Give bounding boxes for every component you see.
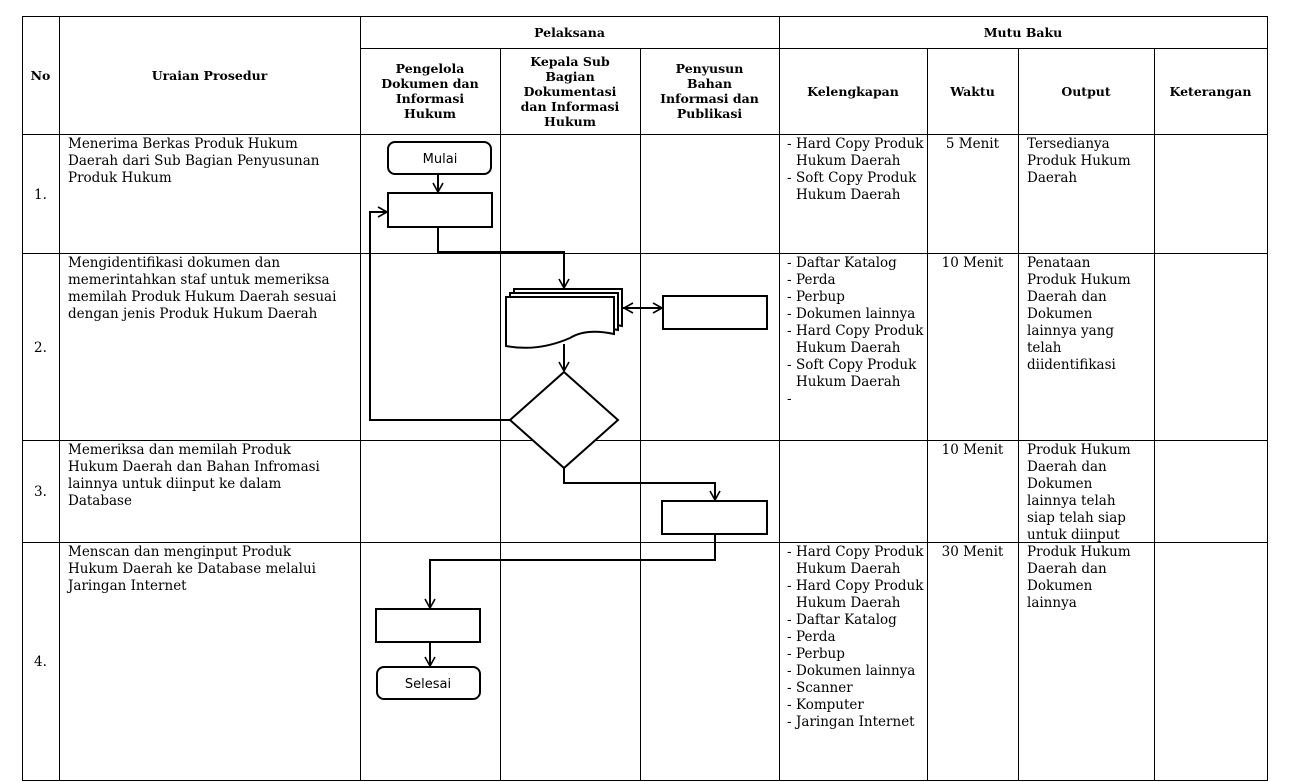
row-3-no: 3. bbox=[34, 484, 47, 500]
row-4-no: 4. bbox=[34, 654, 47, 670]
col-line-7 bbox=[1018, 48, 1019, 781]
row-4-kelengkapan-list: Hard Copy Produk Hukum Daerah Hard Copy … bbox=[780, 544, 926, 731]
row-1-waktu: 5 Menit bbox=[945, 136, 1000, 152]
list-item: Perbup bbox=[780, 289, 926, 306]
header-kelengkapan: Kelengkapan bbox=[807, 83, 899, 99]
row-2-waktu: 10 Menit bbox=[941, 255, 1004, 271]
table-border-top bbox=[22, 16, 1268, 17]
process-box-3 bbox=[661, 500, 768, 535]
list-item: Daftar Katalog bbox=[780, 255, 926, 272]
header-kepala-sub-bagian: Kepala Sub Bagian Dokumentasi dan Inform… bbox=[520, 53, 620, 129]
list-item: Perda bbox=[780, 629, 926, 646]
row-2-kelengkapan-list: Daftar Katalog Perda Perbup Dokumen lain… bbox=[780, 255, 926, 408]
list-item: Perbup bbox=[780, 646, 926, 663]
process-box-4 bbox=[375, 608, 481, 643]
header-waktu: Waktu bbox=[950, 83, 995, 99]
col-line-4 bbox=[640, 48, 641, 781]
header-uraian-prosedur: Uraian Prosedur bbox=[151, 67, 268, 83]
list-item: Hard Copy Produk Hukum Daerah bbox=[780, 578, 926, 612]
row-divider-2 bbox=[22, 440, 1268, 441]
connector-decision-to-input bbox=[563, 468, 721, 502]
list-item: Soft Copy Produk Hukum Daerah bbox=[780, 357, 926, 391]
list-item: Dokumen lainnya bbox=[780, 663, 926, 680]
col-line-1 bbox=[59, 16, 60, 781]
process-box-1 bbox=[387, 192, 493, 228]
row-3-waktu: 10 Menit bbox=[941, 442, 1004, 458]
process-box-2 bbox=[662, 295, 768, 330]
header-pengelola: Pengelola Dokumen dan Informasi Hukum bbox=[381, 61, 479, 121]
row-3-output: Produk Hukum Daerah dan Dokumen lainnya … bbox=[1027, 442, 1131, 543]
header-mutu-baku: Mutu Baku bbox=[983, 24, 1063, 40]
connector-input-to-scan bbox=[424, 534, 716, 610]
row-2-uraian: Mengidentifikasi dokumen dan memerintahk… bbox=[68, 255, 337, 322]
col-line-3 bbox=[500, 48, 501, 781]
list-item: Scanner bbox=[780, 680, 926, 697]
list-item: Soft Copy Produk Hukum Daerah bbox=[780, 170, 926, 204]
list-item: Perda bbox=[780, 272, 926, 289]
connector-process-to-document bbox=[437, 227, 570, 290]
row-4-output: Produk Hukum Daerah dan Dokumen lainnya bbox=[1027, 544, 1131, 611]
start-terminator bbox=[387, 141, 492, 175]
row-divider-3 bbox=[22, 542, 1268, 543]
col-line-0 bbox=[22, 16, 23, 781]
header-pelaksana: Pelaksana bbox=[534, 24, 605, 40]
multi-document-symbol bbox=[505, 288, 623, 349]
header-divider-pelaksana bbox=[360, 48, 1268, 49]
col-line-2 bbox=[360, 16, 361, 781]
start-label: Mulai bbox=[423, 152, 458, 167]
row-4-uraian: Menscan dan menginput Produk Hukum Daera… bbox=[68, 544, 316, 594]
row-1-no: 1. bbox=[34, 187, 47, 203]
end-label: Selesai bbox=[405, 677, 451, 692]
list-item: Daftar Katalog bbox=[780, 612, 926, 629]
row-1-kelengkapan-list: Hard Copy Produk Hukum Daerah Soft Copy … bbox=[780, 136, 926, 204]
list-item bbox=[780, 391, 926, 408]
list-item: Komputer bbox=[780, 697, 926, 714]
header-no: No bbox=[30, 67, 51, 83]
list-item: Jaringan Internet bbox=[780, 714, 926, 731]
header-output: Output bbox=[1061, 83, 1111, 99]
header-divider-bottom bbox=[22, 134, 1268, 135]
list-item: Hard Copy Produk Hukum Daerah bbox=[780, 544, 926, 578]
col-line-9 bbox=[1267, 16, 1268, 781]
connector-decision-loop-back bbox=[369, 206, 510, 421]
list-item: Hard Copy Produk Hukum Daerah bbox=[780, 323, 926, 357]
list-item: Dokumen lainnya bbox=[780, 306, 926, 323]
col-line-6 bbox=[927, 48, 928, 781]
row-2-output: Penataan Produk Hukum Daerah dan Dokumen… bbox=[1027, 255, 1131, 373]
row-1-uraian: Menerima Berkas Produk Hukum Daerah dari… bbox=[68, 136, 320, 186]
row-1-output: Tersedianya Produk Hukum Daerah bbox=[1027, 136, 1131, 186]
row-divider-1 bbox=[22, 253, 1268, 254]
header-penyusun: Penyusun Bahan Informasi dan Publikasi bbox=[660, 61, 759, 121]
row-4-waktu: 30 Menit bbox=[941, 544, 1004, 560]
col-line-8 bbox=[1154, 48, 1155, 781]
row-2-no: 2. bbox=[34, 340, 47, 356]
decision-diamond bbox=[508, 370, 620, 470]
list-item: Hard Copy Produk Hukum Daerah bbox=[780, 136, 926, 170]
row-3-uraian: Memeriksa dan memilah Produk Hukum Daera… bbox=[68, 442, 320, 509]
header-keterangan: Keterangan bbox=[1169, 83, 1252, 99]
table-border-bottom bbox=[22, 780, 1268, 781]
